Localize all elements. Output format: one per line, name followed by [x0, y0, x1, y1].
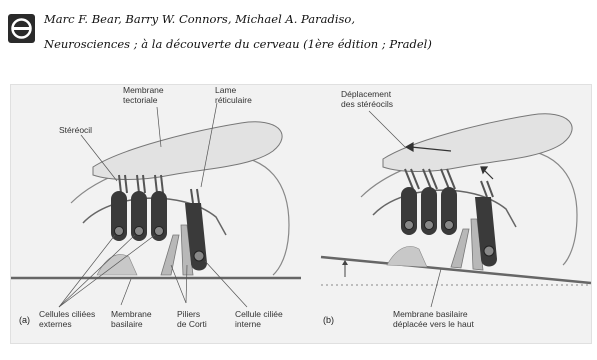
panel-b-illustration — [320, 110, 591, 308]
basilar-membrane-b — [320, 255, 591, 285]
outer-hair-cells — [111, 191, 167, 241]
label-stereocil: Stéréocil — [59, 125, 92, 135]
outer-hair-cells-b — [401, 187, 457, 235]
label-cellules-externes-2: externes — [39, 319, 72, 329]
label-deplacement-2: des stéréocils — [341, 99, 393, 109]
panel-a-tag: (a) — [19, 315, 30, 325]
label-membrane-tectoriale-1: Membrane — [123, 85, 164, 95]
tectorial-membrane-b — [382, 113, 573, 172]
label-cellules-externes-1: Cellules ciliées — [39, 309, 95, 319]
label-piliers-2: de Corti — [177, 319, 207, 329]
citation-header: Marc F. Bear, Barry W. Connors, Michael … — [0, 0, 597, 72]
label-cellule-interne-2: interne — [235, 319, 261, 329]
citation-authors: Marc F. Bear, Barry W. Connors, Michael … — [44, 12, 355, 26]
label-deplacement-1: Déplacement — [341, 89, 392, 99]
stereocilia-displacement-arrows — [404, 141, 494, 180]
label-lame-reticulaire-1: Lame — [215, 85, 237, 95]
pillars-of-corti-b — [450, 218, 484, 271]
stereocilia-a — [118, 174, 200, 204]
label-membrane-deplacee-1: Membrane basilaire — [393, 309, 468, 319]
label-membrane-basilaire-1: Membrane — [111, 309, 152, 319]
label-membrane-tectoriale-2: tectoriale — [123, 95, 158, 105]
label-cellule-interne-1: Cellule ciliée — [235, 309, 283, 319]
label-piliers-1: Piliers — [177, 309, 200, 319]
inner-hair-cell-b — [475, 197, 497, 267]
cochlea-hair-cell-figure: Stéréocil Membrane tectoriale Lame rétic… — [10, 84, 592, 344]
panel-b-tag: (b) — [323, 315, 334, 325]
inner-hair-cell — [185, 203, 207, 271]
citation-title: Neurosciences ; à la découverte du cerve… — [44, 37, 432, 51]
label-membrane-basilaire-2: basilaire — [111, 319, 143, 329]
stereocilia-b — [404, 168, 494, 198]
pillars-of-corti — [160, 224, 194, 276]
panel-a-illustration — [11, 102, 301, 308]
label-membrane-deplacee-2: déplacée vers le haut — [393, 319, 474, 329]
book-publisher-logo-icon — [8, 14, 35, 43]
tectorial-membrane-a — [92, 121, 283, 180]
label-lame-reticulaire-2: réticulaire — [215, 95, 252, 105]
